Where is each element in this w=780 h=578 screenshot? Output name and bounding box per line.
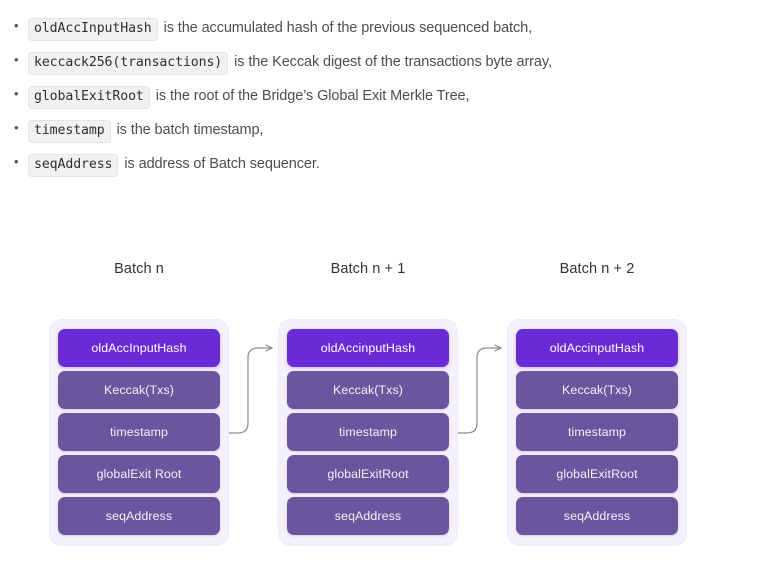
batch-field-timestamp: timestamp — [287, 413, 449, 451]
batch-field-global-exit-root: globalExitRoot — [287, 455, 449, 493]
batch-field-seq-address: seqAddress — [516, 497, 678, 535]
batch-field-seq-address: seqAddress — [287, 497, 449, 535]
list-item: • oldAccInputHash is the accumulated has… — [14, 18, 754, 52]
bullet-icon: • — [14, 52, 19, 67]
list-item: • timestamp is the batch timestamp, — [14, 120, 754, 154]
batch-field-keccak-txs: Keccak(Txs) — [287, 371, 449, 409]
batch-column-n-plus-1: Batch n + 1 oldAccinputHash Keccak(Txs) … — [279, 258, 457, 545]
batch-field-global-exit-root: globalExitRoot — [516, 455, 678, 493]
batch-chain-diagram: Batch n oldAccInputHash Keccak(Txs) time… — [0, 258, 780, 558]
batch-field-seq-address: seqAddress — [58, 497, 220, 535]
arrow-batch-n-to-n1 — [228, 348, 272, 434]
list-item-description: is address of Batch sequencer. — [124, 156, 320, 172]
list-item: • keccack256(transactions) is the Keccak… — [14, 52, 754, 86]
batch-title: Batch n — [114, 261, 164, 277]
batch-field-keccak-txs: Keccak(Txs) — [58, 371, 220, 409]
batch-column-n-plus-2: Batch n + 2 oldAccinputHash Keccak(Txs) … — [508, 258, 686, 545]
batch-title: Batch n + 2 — [559, 261, 635, 277]
list-item-description: is the Keccak digest of the transactions… — [234, 54, 552, 70]
bullet-icon: • — [14, 86, 19, 101]
list-item-description: is the batch timestamp, — [116, 122, 264, 138]
code-chip-global-exit-root: globalExitRoot — [28, 86, 150, 109]
code-chip-old-acc-input-hash: oldAccInputHash — [28, 18, 158, 41]
batch-field-keccak-txs: Keccak(Txs) — [516, 371, 678, 409]
list-item: • globalExitRoot is the root of the Brid… — [14, 86, 754, 120]
bullet-icon: • — [14, 154, 19, 169]
batch-card-n-plus-1: oldAccinputHash Keccak(Txs) timestamp gl… — [279, 320, 457, 545]
batch-field-timestamp: timestamp — [516, 413, 678, 451]
batch-title: Batch n + 1 — [330, 261, 406, 277]
batch-column-n: Batch n oldAccInputHash Keccak(Txs) time… — [50, 258, 228, 545]
batch-field-old-acc-input-hash: oldAccinputHash — [516, 329, 678, 367]
batch-field-old-acc-input-hash: oldAccinputHash — [287, 329, 449, 367]
bullet-icon: • — [14, 120, 19, 135]
code-chip-timestamp: timestamp — [28, 120, 111, 143]
batch-field-timestamp: timestamp — [58, 413, 220, 451]
batch-card-n-plus-2: oldAccinputHash Keccak(Txs) timestamp gl… — [508, 320, 686, 545]
list-item-description: is the accumulated hash of the previous … — [163, 20, 533, 36]
list-item: • seqAddress is address of Batch sequenc… — [14, 154, 754, 188]
batch-field-global-exit-root: globalExit Root — [58, 455, 220, 493]
code-chip-keccack256-transactions: keccack256(transactions) — [28, 52, 229, 75]
batch-field-old-acc-input-hash: oldAccInputHash — [58, 329, 220, 367]
batch-card-n: oldAccInputHash Keccak(Txs) timestamp gl… — [50, 320, 228, 545]
field-description-list: • oldAccInputHash is the accumulated has… — [14, 18, 754, 188]
code-chip-seq-address: seqAddress — [28, 154, 119, 177]
arrow-batch-n1-to-n2 — [457, 348, 501, 434]
list-item-description: is the root of the Bridge’s Global Exit … — [155, 88, 470, 104]
bullet-icon: • — [14, 18, 19, 33]
